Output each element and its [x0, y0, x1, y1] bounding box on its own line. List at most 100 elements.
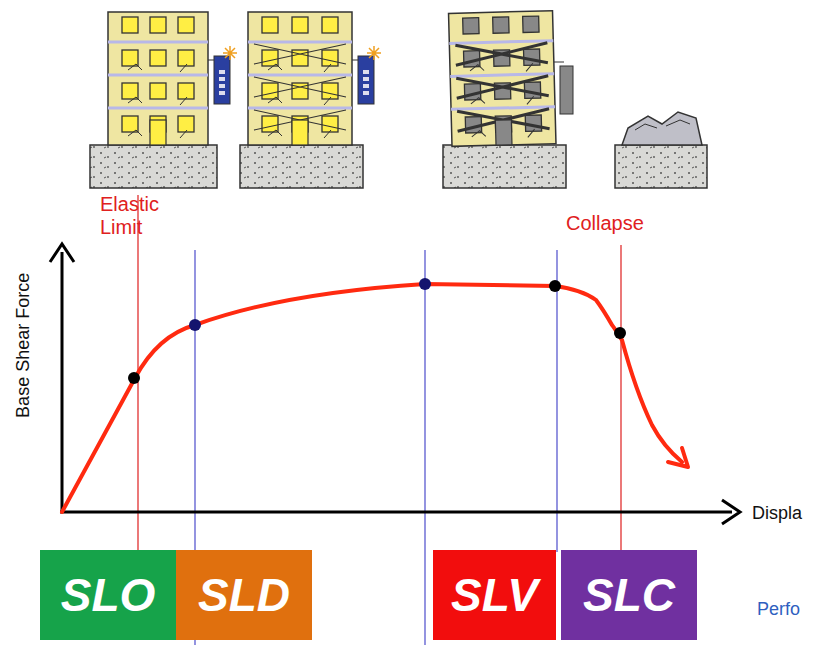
crack	[470, 63, 533, 73]
floor-slab	[108, 74, 208, 77]
building-foundation	[240, 145, 363, 188]
building-illustrations	[90, 11, 707, 188]
window	[178, 116, 194, 132]
floor-slab	[248, 74, 352, 77]
floor-slab	[449, 41, 553, 44]
crack	[128, 64, 187, 72]
window	[463, 18, 479, 34]
y-axis-label: Base Shear Force	[14, 272, 35, 417]
building-body	[108, 12, 208, 145]
state-code: SLO	[61, 568, 156, 622]
window	[122, 116, 138, 132]
window	[178, 83, 194, 99]
peak-end-point	[549, 280, 561, 292]
elastic-limit-label: Elastic Limit	[100, 193, 176, 239]
spark	[367, 46, 381, 60]
x-crack	[456, 76, 548, 98]
window	[150, 83, 166, 99]
sign-mark	[219, 84, 225, 88]
x-axis-label: Displa	[752, 503, 802, 524]
sld-point	[189, 319, 201, 331]
sign-mark	[363, 91, 369, 95]
y-axis	[61, 252, 64, 512]
door	[292, 120, 308, 145]
window	[262, 83, 278, 99]
window	[122, 17, 138, 33]
sign-mark	[363, 70, 369, 74]
window	[122, 50, 138, 66]
building	[449, 11, 556, 147]
building-foundation	[443, 145, 566, 188]
window	[322, 116, 338, 132]
floor-slab	[451, 107, 555, 110]
floor-slab	[108, 107, 208, 110]
window	[262, 17, 278, 33]
sign-mark	[363, 84, 369, 88]
x-crack	[254, 44, 346, 64]
floor-slab	[248, 107, 352, 110]
crack	[128, 97, 187, 105]
collapsed-building	[622, 112, 702, 145]
sign	[358, 56, 374, 104]
x-axis	[60, 511, 732, 514]
sign-mark	[219, 77, 225, 81]
state-code: SLD	[198, 568, 290, 622]
building-body	[248, 12, 352, 145]
slv-line	[424, 250, 425, 645]
collapse-label: Collapse	[566, 212, 644, 235]
window	[523, 16, 539, 32]
collapse-point	[614, 327, 626, 339]
window	[493, 17, 509, 33]
sign-mark	[219, 91, 225, 95]
building-body	[449, 11, 556, 147]
state-code: SLV	[451, 568, 538, 622]
sign	[560, 66, 573, 114]
slc-line	[556, 250, 557, 552]
debris	[635, 120, 690, 130]
building-foundation	[90, 145, 217, 188]
performance-label: Perfo	[757, 599, 800, 620]
window	[150, 17, 166, 33]
window	[322, 50, 338, 66]
floor-slab	[450, 74, 554, 77]
state-code: SLC	[583, 568, 675, 622]
door	[495, 120, 512, 145]
floor-slab	[108, 41, 208, 44]
window	[322, 17, 338, 33]
window	[292, 17, 308, 33]
y-axis-arrow	[50, 244, 74, 262]
elastic-point	[128, 372, 140, 384]
window	[122, 83, 138, 99]
slv-box: SLV	[433, 550, 556, 640]
sign-arm	[554, 62, 564, 63]
building	[248, 12, 352, 145]
sign	[214, 56, 230, 104]
sld-box: SLD	[176, 550, 312, 640]
window	[262, 50, 278, 66]
crack	[268, 64, 331, 72]
window	[262, 116, 278, 132]
building-foundation	[615, 145, 707, 188]
x-crack	[455, 43, 547, 65]
spark	[223, 46, 237, 60]
crack	[471, 96, 534, 106]
building	[108, 12, 208, 145]
floor-slab	[248, 41, 352, 44]
slc-box: SLC	[561, 550, 697, 640]
crack	[268, 97, 331, 105]
window	[178, 50, 194, 66]
capacity-curve	[62, 284, 682, 512]
door	[150, 120, 166, 145]
x-crack	[254, 77, 346, 97]
window	[178, 17, 194, 33]
x-axis-arrow	[722, 500, 740, 524]
window	[150, 50, 166, 66]
curve-arrowhead	[668, 448, 688, 467]
sign-mark	[363, 77, 369, 81]
slo-box: SLO	[40, 550, 176, 640]
slv-point	[419, 278, 431, 290]
window	[322, 83, 338, 99]
collapse-line	[620, 245, 621, 552]
